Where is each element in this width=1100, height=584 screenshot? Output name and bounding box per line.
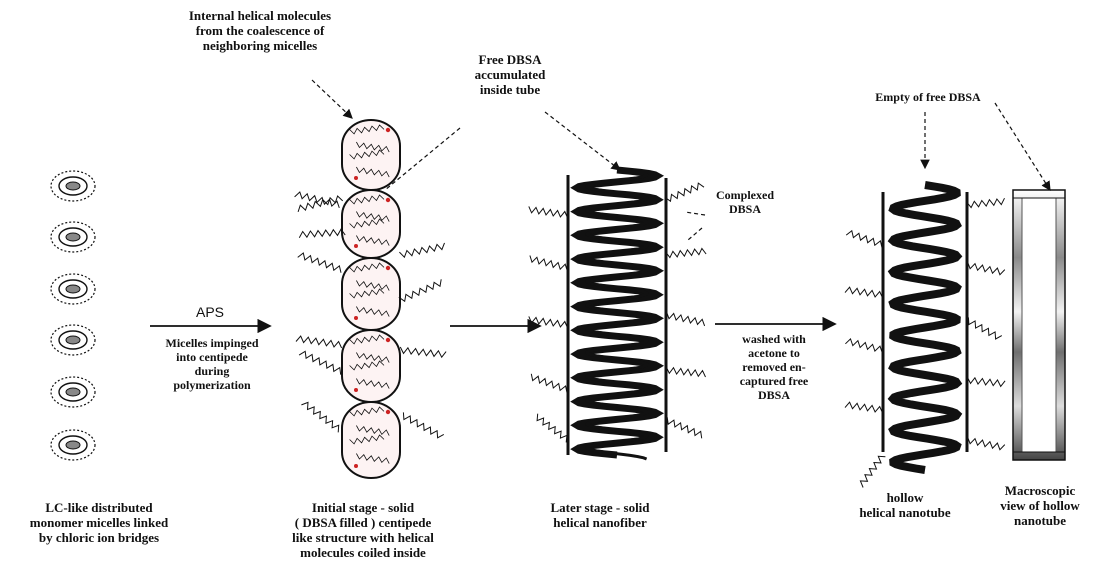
side-chain [845,402,883,413]
side-chain [666,248,706,257]
side-chain [667,417,702,438]
stage5-caption: Macroscopic view of hollow nanotube [985,483,1095,528]
side-chain [667,312,705,326]
side-chain [298,196,343,212]
side-chain [968,262,1005,275]
side-chain [399,243,444,257]
internal-helical-label: Internal helical molecules from the coal… [150,8,370,53]
empty-free-dbsa-label: Empty of free DBSA [848,90,1008,104]
centipede-segment [342,190,400,258]
side-chain [530,256,567,271]
side-chain [298,253,341,273]
aps-label: APS [175,305,245,320]
side-chain [529,206,568,218]
side-chain [968,437,1005,450]
side-chain [860,456,885,487]
side-chain [845,339,882,353]
micelle [51,325,95,355]
side-chain [299,351,341,374]
stage1-caption: LC-like distributed monomer micelles lin… [4,500,194,545]
side-chain [299,229,345,238]
micelle [51,222,95,252]
side-chain [845,287,883,298]
monomer-micelles [51,171,95,460]
side-chain [666,367,705,377]
side-chain [968,317,1001,339]
micelle [51,377,95,407]
hollow-nanotube [845,185,1005,488]
stage2-caption: Initial stage - solid ( DBSA filled ) ce… [268,500,458,560]
side-chain [846,231,882,248]
side-chain [967,377,1005,386]
centipede-segment [342,120,400,190]
side-chain [296,336,342,348]
helical-nanofiber [529,170,706,459]
complexed-dbsa-label: Complexed DBSA [700,188,790,216]
centipede-segment [342,330,400,402]
micelles-impinged-label: Micelles impinged into centipede during … [148,336,276,392]
free-dbsa-label: Free DBSA accumulated inside tube [455,52,565,97]
centipede-segment [342,402,400,478]
side-chain [967,198,1005,207]
side-chain [537,414,567,443]
micelle [51,171,95,201]
side-chain [301,402,338,432]
centipede-structure [295,120,447,478]
macroscopic-tube [1013,190,1065,460]
side-chain [531,374,567,393]
centipede-segment [342,258,400,330]
side-chain [665,183,704,201]
stage3-caption: Later stage - solid helical nanofiber [525,500,675,530]
micelle [51,274,95,304]
side-chain [403,412,443,437]
stage4-caption: hollow helical nanotube [845,490,965,520]
side-chain [400,347,446,357]
side-chain [399,279,441,301]
washed-label: washed with acetone to removed en- captu… [712,332,836,402]
micelle [51,430,95,460]
